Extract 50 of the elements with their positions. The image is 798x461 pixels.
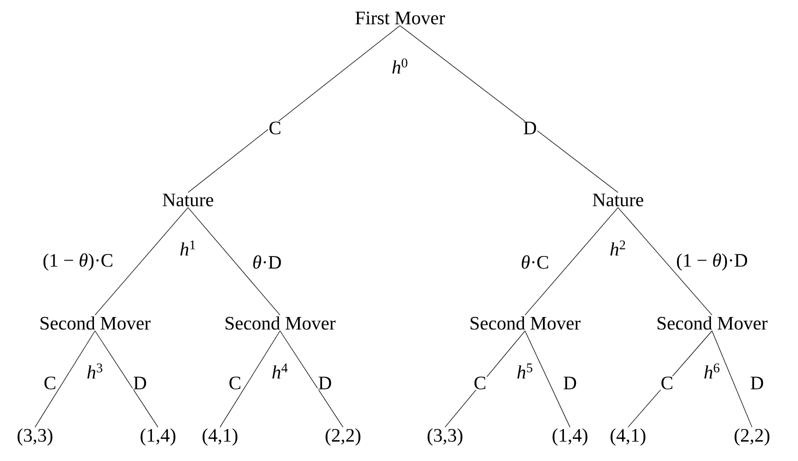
decision-node-label: Second Mover <box>470 316 580 330</box>
leaf-payoff: (3,3) <box>18 428 52 446</box>
branch-line <box>618 207 712 316</box>
history-label: h$^{6}$ <box>704 363 720 379</box>
history-label: h$^{5}$ <box>517 364 532 378</box>
edge-label: C <box>473 376 487 390</box>
edge-label: θ·D <box>252 254 282 270</box>
decision-node-label: Second Mover <box>658 316 768 330</box>
branch-line <box>524 330 570 428</box>
history-label: h$^{4}$ <box>272 364 288 378</box>
edge-label: C <box>660 376 674 390</box>
branch-line <box>280 330 344 428</box>
edge-label: D <box>132 376 148 390</box>
branch-line <box>188 25 400 193</box>
branch-line <box>628 330 712 428</box>
history-label: h$^{3}$ <box>87 363 102 379</box>
branch-line <box>524 207 618 316</box>
branch-line <box>94 330 158 428</box>
edge-label: D <box>522 121 538 135</box>
history-label: h$^{1}$ <box>180 240 196 256</box>
branch-line <box>400 25 618 193</box>
decision-node-label: Second Mover <box>40 316 150 330</box>
edge-label: D <box>318 376 332 390</box>
branch-line <box>188 207 280 316</box>
edge-label: (1 − θ)·C <box>42 252 114 272</box>
leaf-payoff: (1,4) <box>552 428 588 446</box>
leaf-payoff: (1,4) <box>140 428 176 446</box>
history-label: h$^{0}$ <box>392 58 408 74</box>
leaf-payoff: (2,2) <box>734 428 770 446</box>
branch-line <box>712 330 752 428</box>
branch-line <box>220 330 280 428</box>
leaf-payoff: (4,1) <box>610 428 646 446</box>
decision-node-label: Nature <box>592 194 644 206</box>
edge-label: D <box>750 376 764 390</box>
decision-node-label: First Mover <box>355 12 445 24</box>
branch-line <box>94 207 188 316</box>
leaf-payoff: (4,1) <box>202 428 238 446</box>
edge-label: θ·C <box>520 254 550 270</box>
edge-label: C <box>268 121 282 135</box>
history-label: h$^{2}$ <box>610 240 626 256</box>
edge-label: (1 − θ)·D <box>676 252 748 272</box>
branch-line <box>444 330 526 428</box>
edge-label: C <box>43 376 57 390</box>
decision-node-label: Second Mover <box>226 316 336 330</box>
decision-node-label: Nature <box>162 194 214 206</box>
edge-label: C <box>228 376 242 390</box>
branch-line <box>34 330 96 428</box>
leaf-payoff: (2,2) <box>326 428 360 446</box>
leaf-payoff: (3,3) <box>428 428 462 446</box>
edge-label: D <box>562 376 578 390</box>
